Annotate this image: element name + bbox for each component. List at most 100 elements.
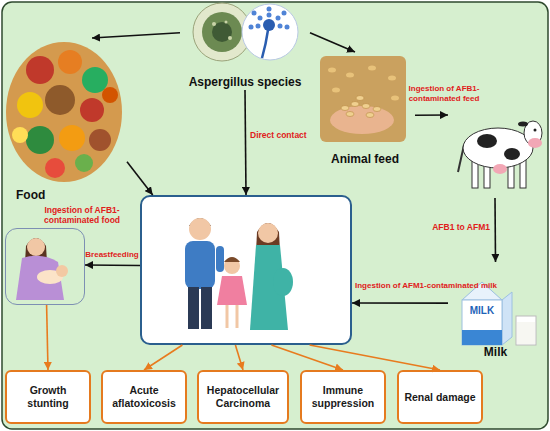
- health-effect-text: Renal damage: [404, 391, 475, 404]
- feed-illustration: [346, 73, 354, 78]
- aspergillus-illustration: [262, 30, 268, 58]
- product-label: MILK: [462, 305, 502, 317]
- cow-illustration: [520, 160, 526, 188]
- feed-illustration: [366, 113, 374, 118]
- food-illustration: [26, 56, 54, 84]
- feed-illustration: [346, 112, 354, 117]
- aspergillus-illustration: [256, 24, 261, 29]
- image-caption: Milk: [484, 345, 507, 360]
- connector-arrow: [271, 345, 343, 370]
- health-effect-text: Acute aflatoxicosis: [105, 384, 183, 409]
- aspergillus-illustration: [242, 4, 298, 60]
- milk-illustration: [462, 330, 502, 345]
- food-illustration: [17, 92, 43, 118]
- breastfeeding-illustration: [56, 265, 68, 277]
- feed-illustration: [391, 96, 399, 101]
- milk-illustration: [516, 316, 536, 345]
- family-illustration: [216, 246, 224, 272]
- breastfeeding-illustration: [27, 238, 45, 256]
- aspergillus-illustration: [225, 21, 228, 24]
- aspergillus-illustration: [258, 16, 263, 21]
- family-illustration: [224, 258, 240, 274]
- health-effect-text: Immune suppression: [304, 384, 382, 409]
- connector-arrow: [310, 33, 355, 52]
- health-effect-text: Growth stunting: [9, 384, 87, 409]
- food-illustration: [89, 129, 111, 151]
- feed-illustration: [368, 66, 376, 71]
- health-effect-box: Hepatocellular Carcinoma: [197, 370, 289, 424]
- aspergillus-illustration: [267, 13, 272, 18]
- aspergillus-illustration: [278, 24, 283, 29]
- milk-illustration: [517, 322, 535, 344]
- connector-arrow: [494, 198, 496, 262]
- food-illustration: [75, 154, 93, 172]
- family-illustration: [189, 218, 211, 240]
- food-illustration: [45, 85, 75, 115]
- organism-image: Aspergillus species: [180, 2, 310, 90]
- family-illustration: [258, 223, 278, 243]
- connector-arrow: [47, 305, 48, 370]
- feed-illustration: [320, 56, 406, 142]
- image-caption: Animal feed: [331, 152, 399, 167]
- health-effect-box: Acute aflatoxicosis: [101, 370, 187, 424]
- aspergillus-illustration: [193, 3, 298, 61]
- feed-illustration: [330, 106, 394, 134]
- connector-arrow: [127, 162, 153, 195]
- cow-illustration: [534, 129, 537, 132]
- family-illustration: [226, 305, 229, 328]
- connector-arrow: [352, 302, 448, 304]
- connector-arrow: [235, 345, 243, 370]
- aspergillus-illustration: [285, 25, 290, 30]
- health-effect-box: Growth stunting: [5, 370, 91, 424]
- connector-arrow: [144, 345, 182, 370]
- feed-illustration: [341, 106, 349, 111]
- family-illustration: [236, 305, 239, 328]
- aspergillus-illustration: [249, 25, 254, 30]
- family-illustration: [188, 287, 199, 329]
- breastfeeding-mother: [5, 228, 85, 305]
- aspergillus-illustration: [202, 12, 242, 52]
- edge-label: AFB1 to AFM1: [410, 222, 490, 232]
- milk-illustration: [502, 292, 512, 345]
- connector-arrow: [415, 114, 448, 116]
- health-effect-text: Hepatocellular Carcinoma: [201, 384, 285, 409]
- food-illustration: [80, 98, 104, 122]
- edge-label: Ingestion of AFB1- contaminated feed: [402, 84, 486, 103]
- feed-illustration: [320, 56, 406, 142]
- family-illustration: [273, 268, 293, 296]
- aspergillus-illustration: [276, 16, 281, 21]
- family-illustration: [185, 241, 215, 289]
- milk-illustration: [462, 282, 536, 345]
- aspergillus-illustration: [267, 7, 272, 12]
- aspergillus-illustration: [263, 19, 275, 31]
- feed-illustration: [328, 68, 336, 73]
- aspergillus-illustration: [212, 22, 232, 42]
- feed-illustration: [388, 76, 396, 81]
- food-illustration: [82, 67, 108, 93]
- aspergillus-illustration: [252, 11, 257, 16]
- cow-illustration: [458, 121, 542, 188]
- edge-label: Ingestion of AFB1- contaminated food: [32, 205, 132, 225]
- cow-image: [448, 98, 548, 198]
- food-image: Food: [2, 38, 127, 203]
- health-effect-box: Renal damage: [397, 370, 483, 424]
- aspergillus-illustration: [212, 22, 216, 26]
- aspergillus-illustration: [228, 36, 232, 40]
- feed-image: Animal feed: [315, 52, 415, 167]
- family-illustration: [141, 196, 351, 344]
- cow-illustration: [463, 128, 533, 168]
- health-effect-box: Immune suppression: [300, 370, 386, 424]
- edge-label: Direct contact: [250, 130, 330, 140]
- cow-illustration: [518, 122, 528, 127]
- connector-arrow: [85, 264, 140, 266]
- family-illustration: [141, 196, 351, 344]
- cow-illustration: [493, 164, 507, 174]
- connector-arrow: [92, 33, 180, 38]
- connector-arrow: [310, 345, 440, 370]
- cow-illustration: [528, 138, 542, 148]
- food-illustration: [102, 87, 118, 103]
- image-caption: Food: [16, 188, 45, 203]
- aspergillus-illustration: [282, 11, 287, 16]
